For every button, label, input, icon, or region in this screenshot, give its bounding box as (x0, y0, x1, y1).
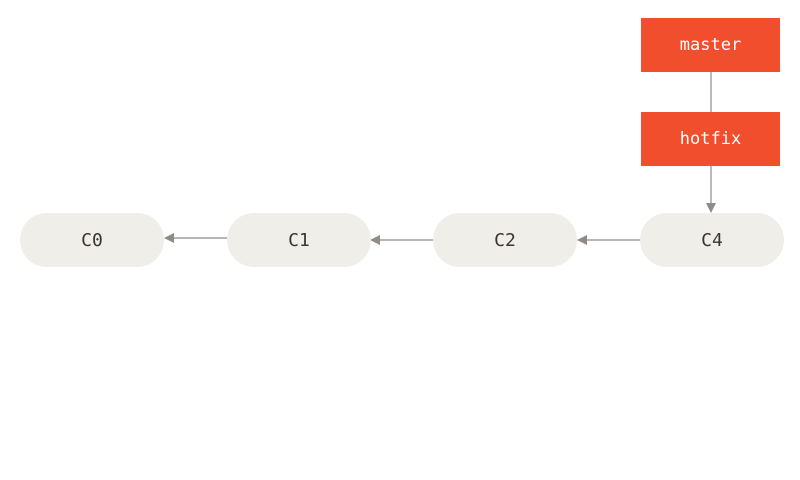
branch-master: master (641, 18, 780, 72)
commit-c0: C0 (20, 213, 164, 267)
commit-c0-label: C0 (81, 229, 103, 251)
branch-hotfix: hotfix (641, 112, 780, 166)
commit-c2-label: C2 (494, 229, 516, 251)
branch-master-label: master (679, 35, 742, 55)
branch-hotfix-label: hotfix (679, 129, 742, 149)
commit-c1: C1 (227, 213, 371, 267)
commit-c4-label: C4 (701, 229, 723, 251)
commit-c4: C4 (640, 213, 784, 267)
commit-c1-label: C1 (288, 229, 310, 251)
commit-c2: C2 (433, 213, 577, 267)
